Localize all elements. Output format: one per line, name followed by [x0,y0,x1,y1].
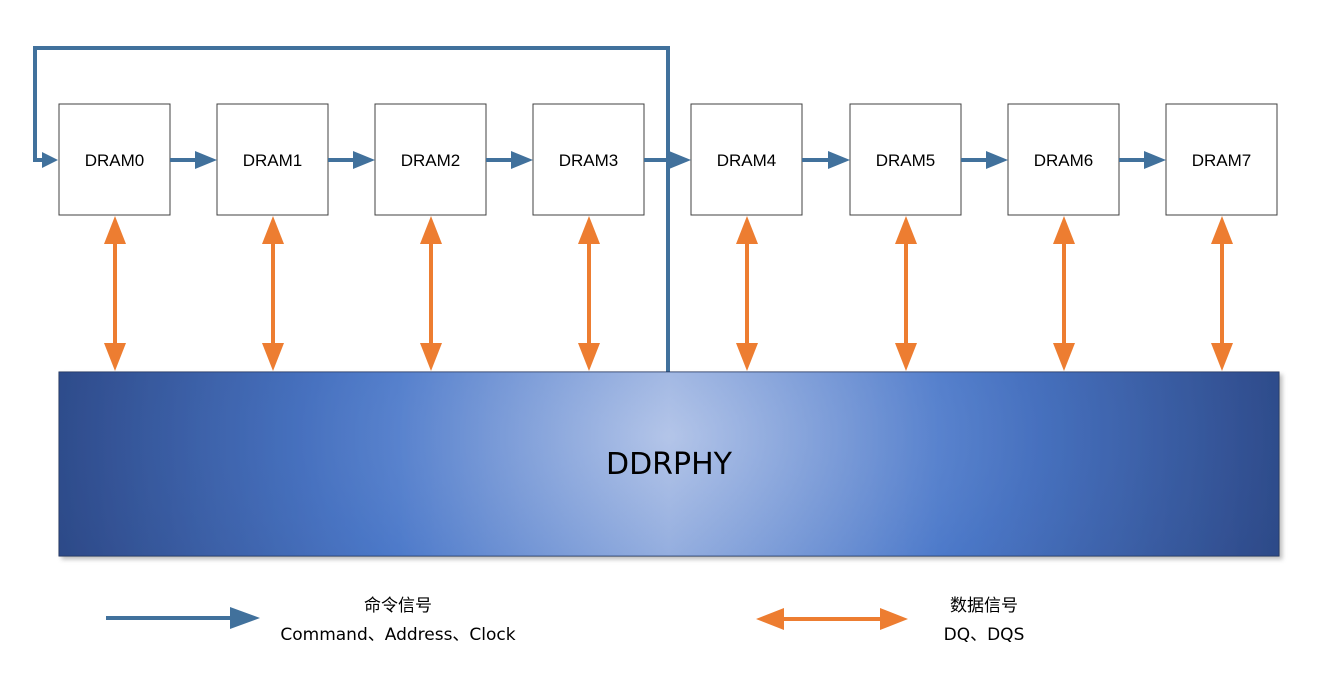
command-arrow-6 [1119,151,1166,169]
command-arrow-1 [328,151,375,169]
dram-box-4: DRAM4 [690,103,803,216]
ddrphy-highlight [59,372,1279,556]
command-arrowhead [195,151,217,169]
command-arrow-0 [170,151,217,169]
dram-label: DRAM6 [1034,151,1094,170]
data-arrowhead-up [895,216,917,244]
data-arrow-6 [1053,216,1075,371]
dram-label: DRAM3 [559,151,619,170]
data-arrowhead-down [895,343,917,371]
legend-data: 数据信号 DQ、DQS [756,596,1024,645]
legend-data-subtitle: DQ、DQS [944,625,1025,645]
legend-command-subtitle: Command、Address、Clock [280,625,515,645]
dram-rect [690,103,803,216]
dram-label: DRAM7 [1192,151,1252,170]
dram-box-5: DRAM5 [849,103,962,216]
data-arrow-group [104,216,1233,371]
dram-rect [1007,103,1120,216]
command-arrow-4 [802,151,850,169]
command-feedback-line [33,46,670,372]
data-arrow-0 [104,216,126,371]
command-arrow-5 [961,151,1008,169]
dram-label: DRAM2 [401,151,461,170]
data-arrowhead-down [578,343,600,371]
legend-data-arrowhead-left [756,608,784,630]
dram-box-6: DRAM6 [1007,103,1120,216]
dram-rect [1165,103,1278,216]
dram-label: DRAM4 [717,151,777,170]
command-arrowhead [669,151,691,169]
dram-label: DRAM0 [85,151,145,170]
dram-row: DRAM0 DRAM1 DRAM2 DRAM3 DRAM4 DRAM5 DRAM6 DRAM7 [58,103,1278,216]
data-arrowhead-down [736,343,758,371]
ddrphy-block: DDRPHY [58,371,1280,557]
data-arrowhead-down [1211,343,1233,371]
data-arrow-3 [578,216,600,371]
command-arrowhead [511,151,533,169]
data-arrowhead-down [1053,343,1075,371]
data-arrowhead-up [420,216,442,244]
dram-rect [58,103,171,216]
command-arrow-3 [644,151,691,169]
command-arrowhead [42,152,58,168]
legend-command-title: 命令信号 [364,596,432,616]
data-arrow-4 [736,216,758,371]
dram-rect [532,103,645,216]
dram-box-2: DRAM2 [374,103,487,216]
dram-box-3: DRAM3 [532,103,645,216]
command-arrowhead [1144,151,1166,169]
command-arrowhead [986,151,1008,169]
legend-data-title: 数据信号 [950,596,1018,616]
dram-box-7: DRAM7 [1165,103,1278,216]
command-arrow-group [170,151,1166,169]
legend-command-arrowhead [230,607,260,629]
legend-command: 命令信号 Command、Address、Clock [106,596,516,645]
ddrphy-label: DDRPHY [606,447,733,482]
data-arrow-2 [420,216,442,371]
data-arrow-5 [895,216,917,371]
data-arrowhead-up [262,216,284,244]
dram-label: DRAM1 [243,151,303,170]
data-arrowhead-up [1211,216,1233,244]
dram-label: DRAM5 [876,151,936,170]
dram-box-0: DRAM0 [58,103,171,216]
data-arrowhead-up [104,216,126,244]
data-arrowhead-down [262,343,284,371]
command-arrow-2 [486,151,533,169]
command-arrowhead [828,151,850,169]
data-arrowhead-up [578,216,600,244]
data-arrowhead-down [104,343,126,371]
data-arrowhead-down [420,343,442,371]
data-arrowhead-up [1053,216,1075,244]
dram-rect [374,103,487,216]
dram-box-1: DRAM1 [216,103,329,216]
data-arrow-7 [1211,216,1233,371]
command-arrowhead [353,151,375,169]
dram-rect [216,103,329,216]
data-arrow-1 [262,216,284,371]
data-arrowhead-up [736,216,758,244]
legend-data-arrowhead-right [880,608,908,630]
dram-rect [849,103,962,216]
